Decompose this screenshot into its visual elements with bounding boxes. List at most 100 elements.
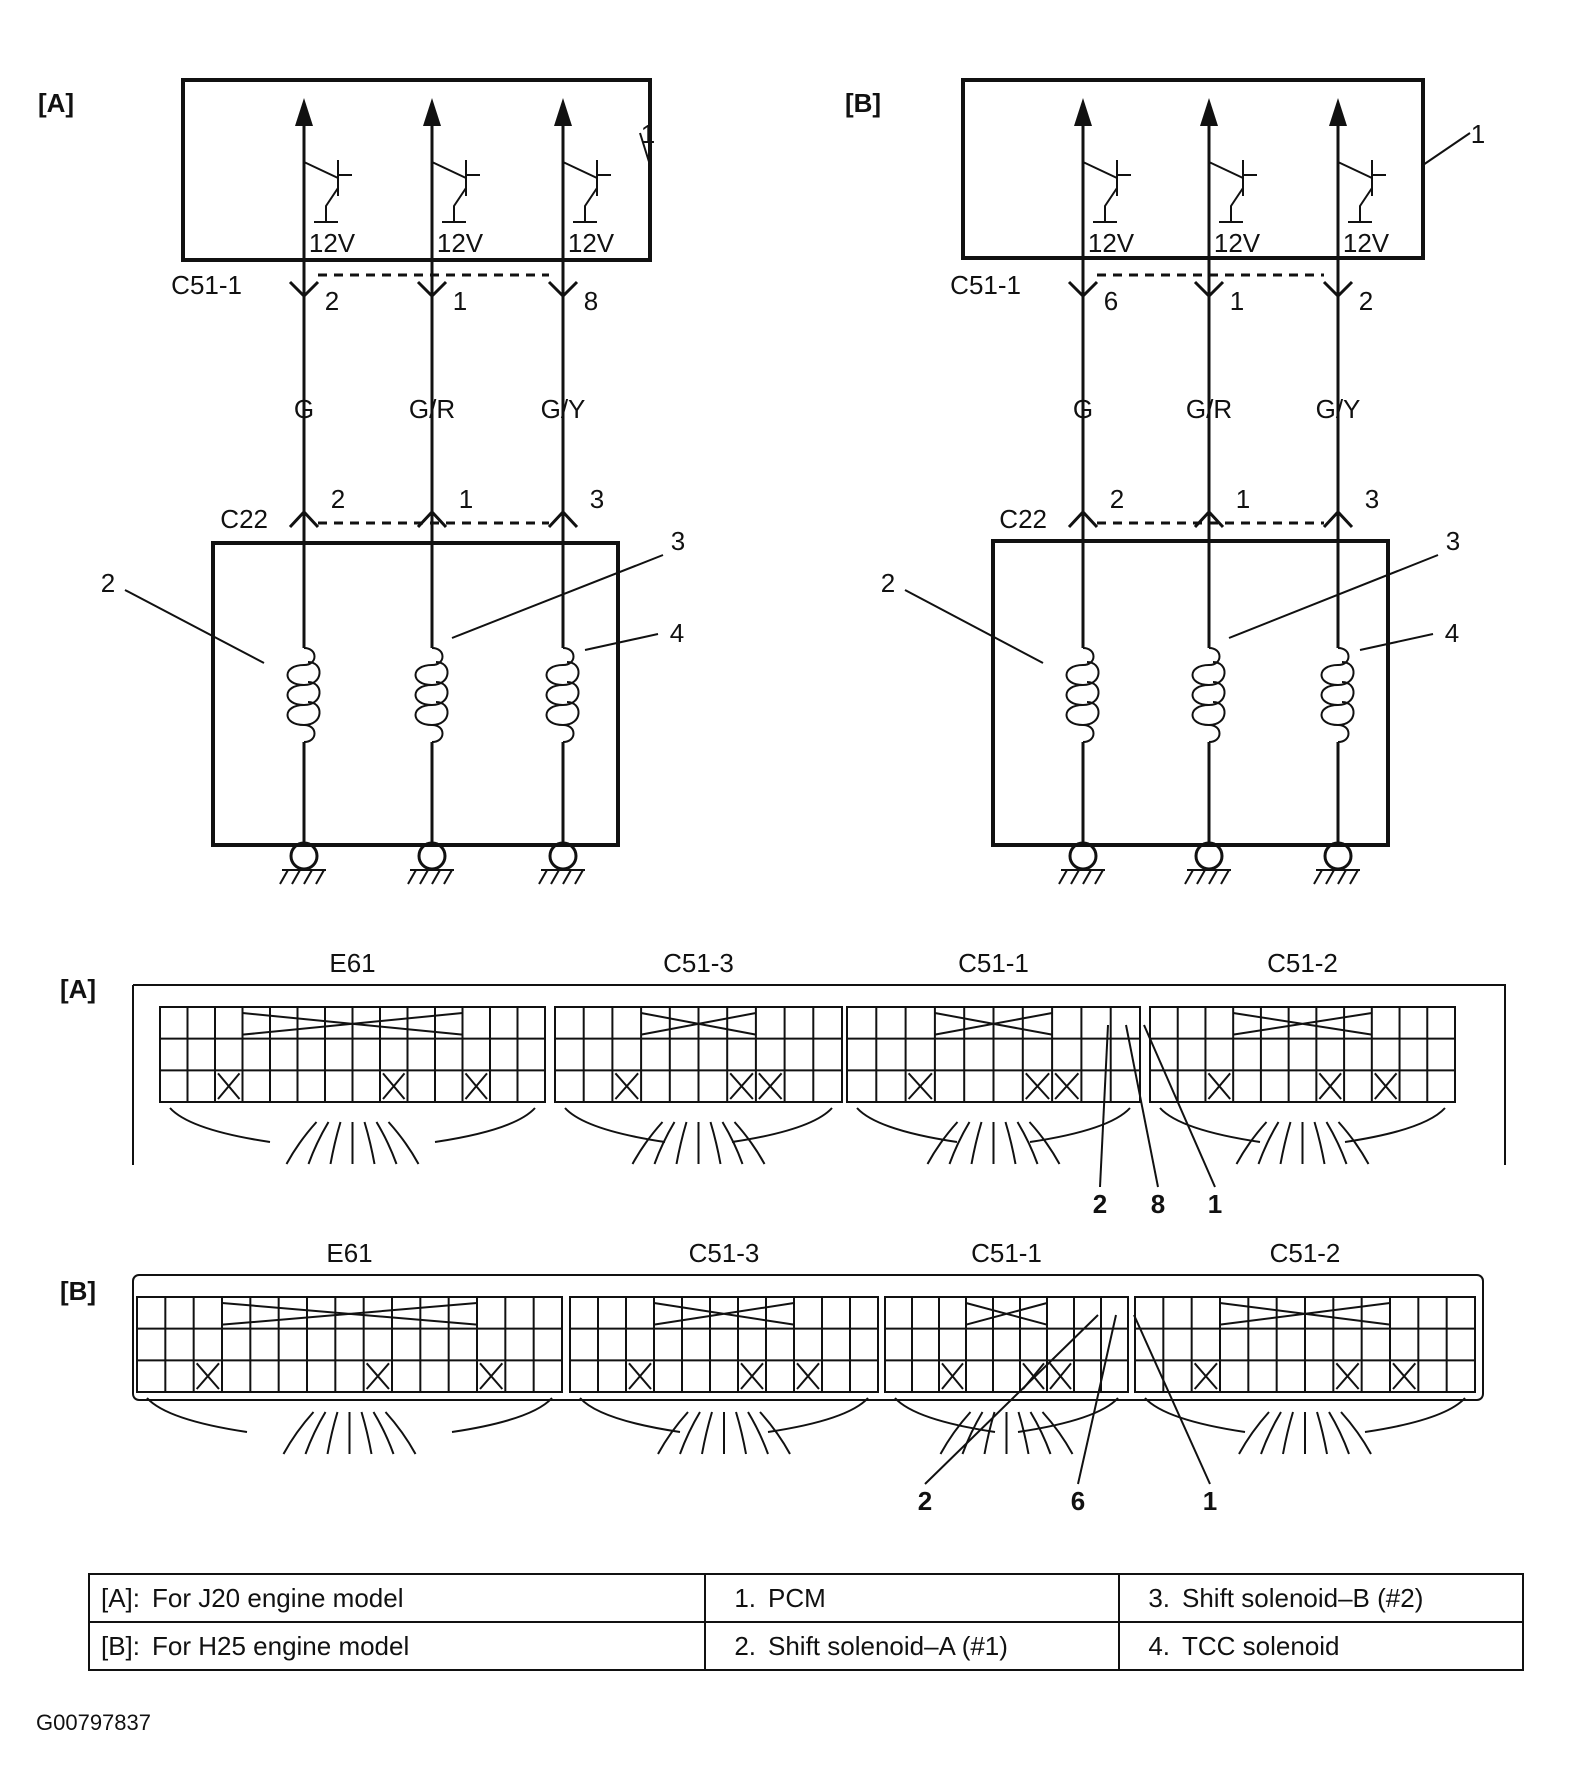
keying-cross: [242, 1012, 463, 1036]
solenoid-box: [211, 541, 620, 847]
c51-pin-mark: [547, 280, 579, 299]
legend-cell: 4.TCC solenoid: [1118, 1621, 1524, 1671]
transistor-symbol: [562, 160, 611, 223]
connector-label: C51-2: [1270, 1238, 1341, 1268]
wire-fan: [961, 1411, 984, 1455]
blocked-pin-icon: [907, 1072, 933, 1100]
wire-color: G: [1073, 394, 1093, 424]
blocked-pin-icon: [1054, 1072, 1080, 1100]
keying-cross: [1233, 1012, 1372, 1036]
c51-pin-number: 2: [1359, 286, 1373, 316]
wire-fan: [285, 1121, 318, 1165]
solenoid-coil: [286, 647, 321, 743]
c22-pin-number: 3: [590, 484, 604, 514]
solenoid-coil: [1191, 647, 1226, 743]
legend-cell: [B]:For H25 engine model: [88, 1621, 706, 1671]
solenoid-coil: [414, 647, 449, 743]
c22-pin-mark: [288, 509, 320, 529]
solenoid-callout: 4: [670, 618, 684, 648]
connector-label: C51-2: [1267, 948, 1338, 978]
c51-pin-mark: [1067, 280, 1099, 299]
keying-cross: [640, 1012, 757, 1036]
blocked-pin-icon: [758, 1072, 783, 1100]
wire-fan: [1316, 1411, 1328, 1455]
c22-pin-number: 2: [1110, 484, 1124, 514]
wire-fan: [1257, 1121, 1280, 1165]
c51-pin-mark: [1322, 280, 1354, 299]
wire-fan: [304, 1411, 327, 1455]
transistor-symbol: [1337, 160, 1386, 223]
c22-pin-number: 1: [459, 484, 473, 514]
blocked-pin-icon: [464, 1072, 488, 1100]
c22-pin-number: 1: [1236, 484, 1250, 514]
keying-cross: [1219, 1302, 1391, 1326]
legend-row: [A]:For J20 engine model 1.PCM 3.Shift s…: [88, 1573, 1524, 1623]
wire-fan: [1029, 1411, 1052, 1455]
wire-fan: [926, 1121, 959, 1165]
legend-cell: [A]:For J20 engine model: [88, 1573, 706, 1623]
harness-outline: [856, 1107, 1131, 1143]
solenoid-coil: [1065, 647, 1100, 743]
c51-pin-number: 1: [1230, 286, 1244, 316]
wire-fan: [631, 1121, 664, 1165]
connector-label: E61: [329, 948, 375, 978]
view-tag: [B]: [60, 1276, 96, 1306]
transistor-symbol: [431, 160, 480, 223]
wire-fan: [363, 1121, 376, 1165]
blocked-pin-icon: [1374, 1072, 1398, 1100]
wire-fan: [747, 1411, 769, 1455]
pcm-callout: 1: [641, 119, 655, 149]
variant-tag: [A]: [38, 88, 74, 118]
wire-fan: [970, 1121, 983, 1165]
wire-color: G/Y: [1316, 394, 1361, 424]
pcm-box: [961, 78, 1425, 260]
wire-fan: [733, 1121, 766, 1165]
wire-fan: [1325, 1121, 1348, 1165]
figure-code: G00797837: [36, 1710, 151, 1735]
blocked-pin-icon: [217, 1072, 241, 1100]
ground-icon: [407, 869, 454, 885]
wire-color: G/Y: [541, 394, 586, 424]
wire-fan: [759, 1411, 791, 1455]
wire-fan: [948, 1121, 971, 1165]
blocked-pin-icon: [740, 1362, 764, 1390]
c51-pin-number: 1: [453, 286, 467, 316]
wire-fan: [1235, 1121, 1268, 1165]
wire-fan: [1004, 1121, 1017, 1165]
harness-outline: [894, 1397, 1119, 1433]
wire-fan: [1282, 1411, 1294, 1455]
supply-voltage: 12V: [568, 228, 615, 258]
connector-body: [884, 1296, 1129, 1393]
wire-fan: [1016, 1121, 1039, 1165]
pin-callout: 1: [1203, 1486, 1217, 1516]
blocked-pin-icon: [1193, 1362, 1218, 1390]
wire-fan: [384, 1411, 417, 1455]
c51-label: C51-1: [171, 270, 242, 300]
connector-label: C51-1: [971, 1238, 1042, 1268]
blocked-pin-icon: [195, 1362, 220, 1390]
solenoid-callout: 2: [101, 568, 115, 598]
c22-label: C22: [999, 504, 1047, 534]
harness-outline: [564, 1107, 833, 1143]
solenoid-callout: 4: [1445, 618, 1459, 648]
ground-icon: [1313, 869, 1360, 885]
wire-fan: [701, 1411, 713, 1455]
wire-fan: [1041, 1411, 1074, 1455]
transistor-symbol: [1208, 160, 1257, 223]
callout-leader: [639, 132, 651, 166]
wire-fan: [387, 1121, 420, 1165]
pin-callout: 1: [1208, 1189, 1222, 1219]
view-tag: [A]: [60, 974, 96, 1004]
harness-outline: [1159, 1107, 1446, 1143]
solenoid-coil: [545, 647, 580, 743]
wire-fan: [1279, 1121, 1292, 1165]
connector-body: [1149, 1006, 1456, 1103]
connector-c51-2: C51-2: [1149, 948, 1456, 1165]
blocked-pin-icon: [1207, 1072, 1231, 1100]
